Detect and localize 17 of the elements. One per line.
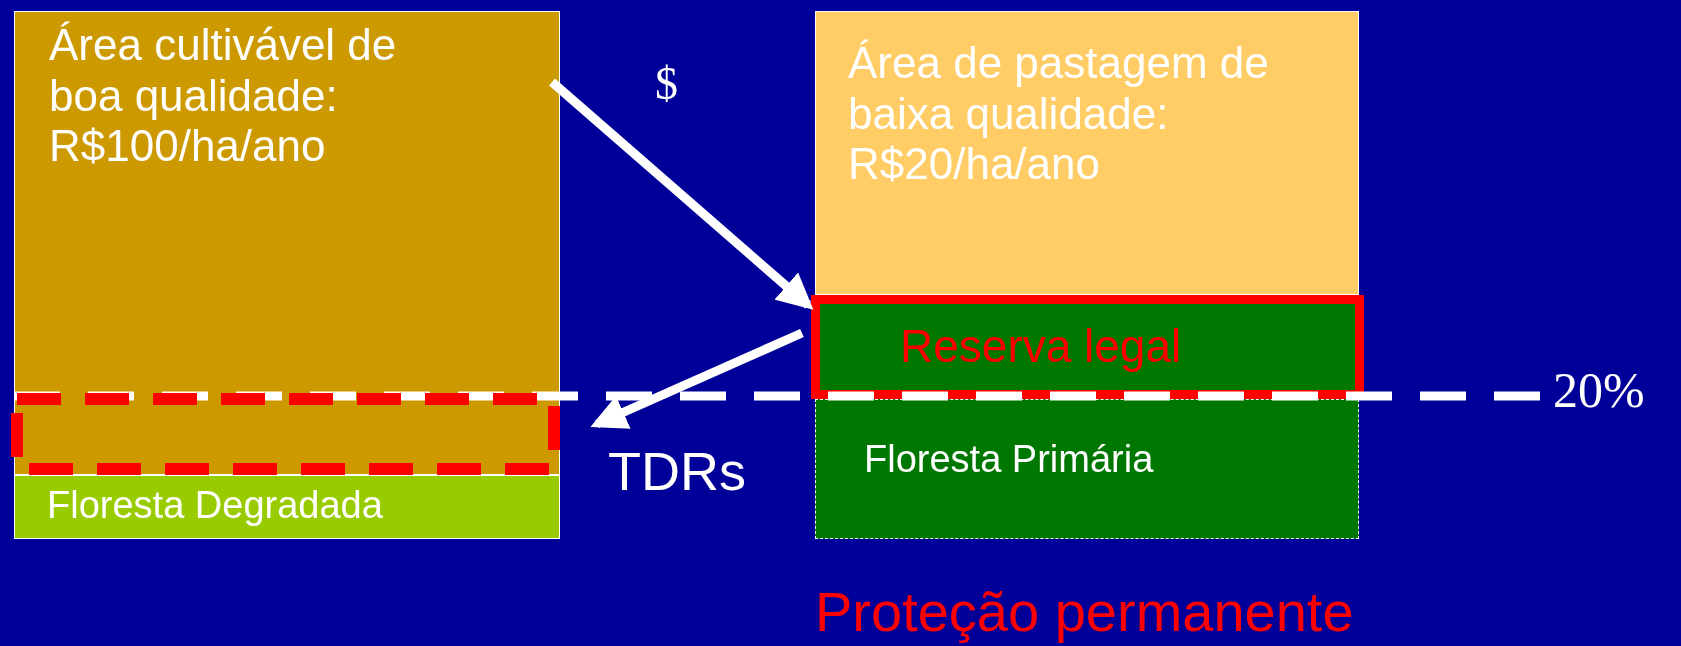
edge-label: TDRs xyxy=(608,440,746,503)
area-label: Reserva legal xyxy=(900,320,1183,373)
area-label: Área de pastagem de baixa qualidade: R$20/ha/ano xyxy=(848,38,1270,190)
area-label: Área cultivável de boa qualidade: R$100/ha/ano xyxy=(49,20,398,172)
pasture-area xyxy=(815,11,1359,295)
arrow xyxy=(549,78,814,310)
degraded-forest-area xyxy=(14,475,560,539)
dashed-outline xyxy=(11,393,560,475)
percentage-label: 20% xyxy=(1553,362,1645,420)
edge-label: $ xyxy=(655,58,678,111)
area-label: Floresta Degradada xyxy=(47,484,384,528)
cropland-area xyxy=(14,11,560,475)
primary-forest-area xyxy=(815,399,1359,539)
arrow xyxy=(590,328,804,429)
area-label: Floresta Primária xyxy=(864,438,1155,482)
caption-text: Proteção permanente xyxy=(815,580,1354,645)
legal-reserve-area xyxy=(811,295,1364,399)
